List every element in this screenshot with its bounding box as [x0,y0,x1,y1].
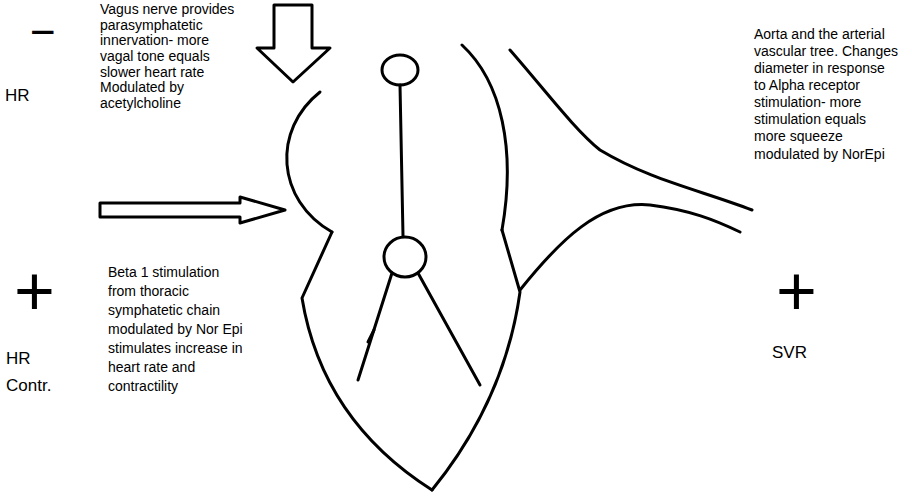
sign-symbol: + [14,256,74,326]
sign-symbol: + [776,256,836,326]
sign-symbol: − [30,10,70,54]
annotation-text: Aorta and the arterial vascular tree. Ch… [754,26,900,163]
parameter-label: SVR [772,343,832,363]
parameter-label: HR Contr. [6,345,58,399]
annotation-text: Vagus nerve provides parasymphatetic inn… [100,2,242,112]
left-bundle-branch [358,273,392,380]
annotation-text: Beta 1 stimulation from thoracic symphat… [108,263,247,396]
right-bundle-branch [418,273,480,385]
aorta-lower-wall [520,205,740,290]
vagal-input-arrow [257,5,330,82]
branch-tick [368,330,374,342]
heart-right-upper-wall [462,45,507,230]
sa-node [382,55,418,85]
heart-left-lower-wall [302,232,432,490]
heart-left-upper-wall [287,92,332,232]
sympathetic-input-arrow [100,197,285,223]
aorta-upper-wall [510,50,752,210]
conduction-pathway [400,85,403,236]
parameter-label: HR [5,86,45,106]
heart-right-lower-wall [432,230,520,490]
av-node [384,237,426,277]
